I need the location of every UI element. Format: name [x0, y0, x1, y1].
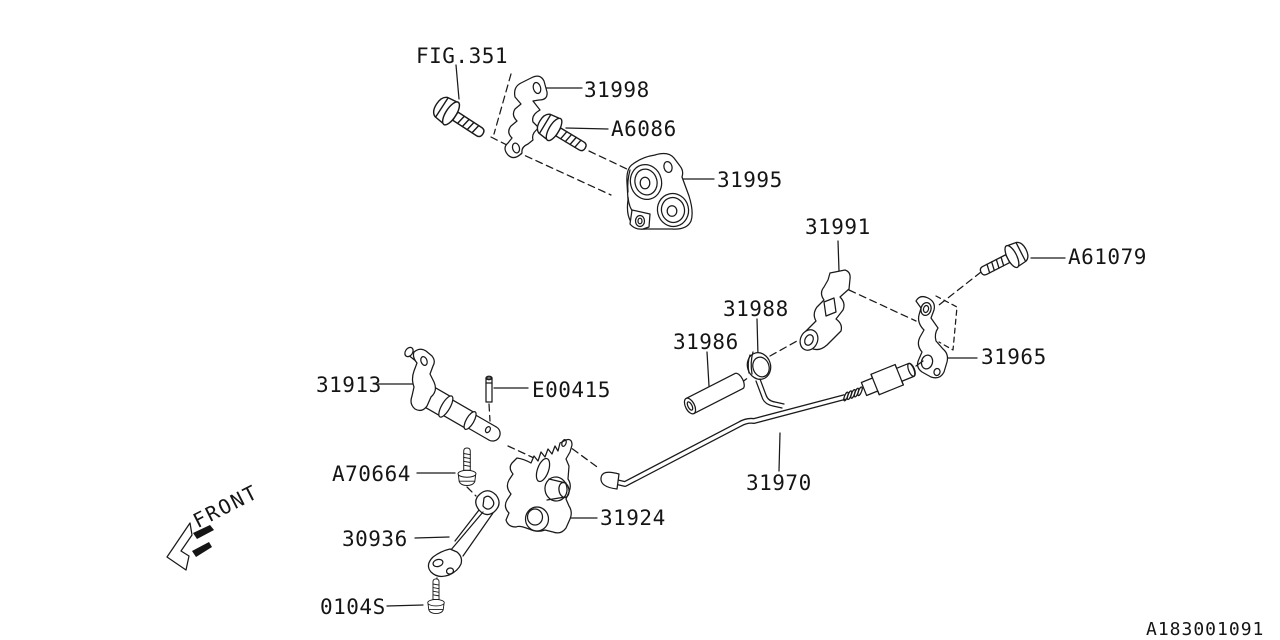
part-label-31991: 31991: [805, 215, 871, 239]
part-31986-tube-drawing: [683, 372, 745, 415]
part-label-31998: 31998: [584, 78, 650, 102]
front-direction-arrow: [166, 522, 214, 571]
part-31991-lever-drawing: [799, 269, 851, 351]
part-a61079-bolt-drawing: [974, 237, 1033, 284]
part-30936-lever-drawing: [427, 490, 500, 578]
part-e00415-pin-drawing: [485, 375, 493, 403]
part-label-30936: 30936: [342, 527, 408, 551]
part-31913-arm-shaft-drawing: [404, 346, 501, 442]
part-0104s-bolt-drawing: [427, 578, 445, 614]
part-label-31924: 31924: [600, 506, 666, 530]
rod-adjuster-sleeve: [860, 362, 916, 397]
drawing-number: A183001091: [1146, 619, 1265, 640]
part-a6086-bolt-drawing: [532, 109, 593, 160]
part-label-31913: 31913: [316, 373, 382, 397]
part-label-31995: 31995: [717, 168, 783, 192]
part-fig351-bolt-drawing: [428, 92, 491, 146]
part-31995-housing-drawing: [626, 152, 693, 230]
part-label-a6086: A6086: [611, 117, 677, 141]
assembly-dashed-lines: [435, 73, 982, 586]
leader-lines: [377, 64, 1066, 607]
part-label-31970: 31970: [746, 471, 812, 495]
part-31965-bracket-drawing: [915, 295, 958, 379]
part-a70664-bolt-drawing: [457, 447, 477, 486]
part-label-31986: 31986: [673, 330, 739, 354]
part-label-fig351: FIG.351: [416, 44, 509, 68]
part-label-31965: 31965: [981, 345, 1047, 369]
rod-thread-ticks: [843, 386, 863, 402]
part-31924-detent-plate-drawing: [504, 438, 573, 534]
part-31970-rod-drawing: [600, 360, 924, 490]
part-label-0104s: 0104S: [320, 595, 386, 619]
part-label-a61079: A61079: [1068, 245, 1147, 269]
part-label-31988: 31988: [723, 297, 789, 321]
part-31988-seal-ring-drawing: [746, 351, 772, 380]
part-label-a70664: A70664: [332, 462, 411, 486]
part-31998-bracket-drawing: [504, 75, 548, 159]
part-label-e00415: E00415: [532, 378, 611, 402]
rod-tip-phantom-lines: [755, 378, 785, 409]
